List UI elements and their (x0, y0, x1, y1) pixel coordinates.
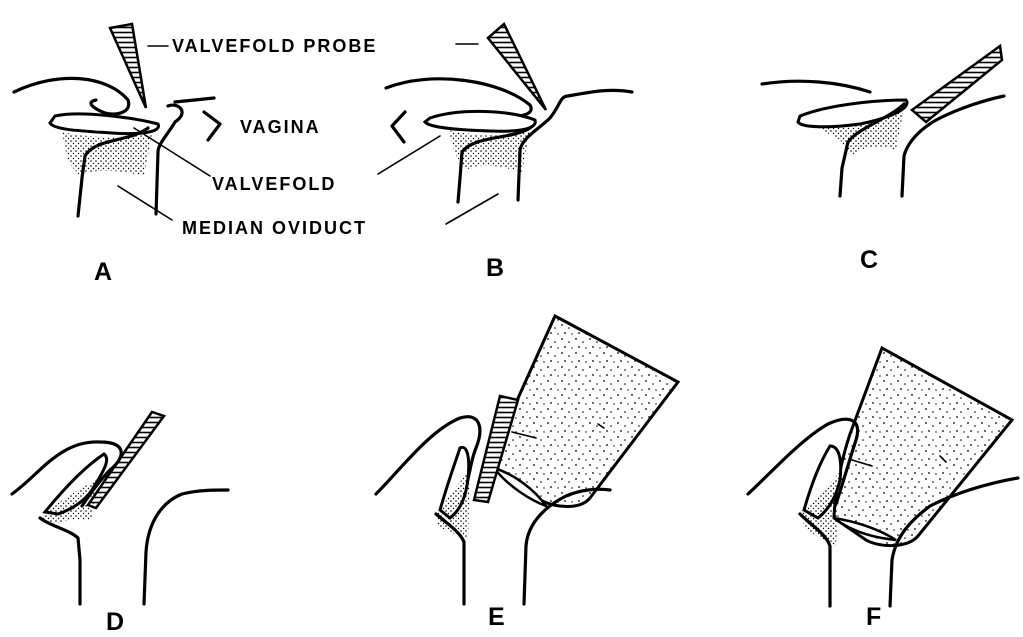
oviduct-right-wall-a (156, 105, 182, 214)
upper-wall-c (762, 81, 870, 92)
vagina-wall-a (175, 98, 214, 102)
panel-label-b: B (486, 254, 504, 282)
oviduct-right-wall-d (144, 490, 228, 604)
egg-e (494, 316, 678, 507)
panel-label-c: C (860, 246, 878, 274)
oviduct-right-wall-b (518, 90, 632, 200)
probe-a (110, 24, 146, 108)
vagina-bracket-left (204, 112, 220, 140)
leader-oviduct-b (446, 194, 498, 224)
valvefold-stipple-a (62, 132, 152, 176)
upper-wall-a (14, 78, 129, 114)
valvefold-label: VALVEFOLD (212, 174, 336, 194)
panel-label-a: A (94, 258, 112, 286)
egg-f (834, 348, 1012, 546)
panel-label-f: F (866, 603, 881, 631)
panel-c (762, 46, 1004, 196)
probe-label: VALVEFOLD PROBE (172, 36, 377, 56)
median-oviduct-label: MEDIAN OVIDUCT (182, 218, 367, 238)
vagina-bracket-right (392, 112, 405, 142)
panel-label-d: D (106, 608, 124, 632)
panel-b (378, 24, 632, 224)
panel-label-e: E (488, 603, 505, 631)
leader-oviduct-a (118, 186, 172, 220)
panel-f (748, 348, 1018, 606)
vagina-label: VAGINA (240, 117, 321, 137)
oviduct-left-wall-d (40, 518, 80, 604)
leader-valvefold-b (378, 136, 440, 174)
panel-d (12, 412, 228, 604)
valvefold-b (425, 111, 535, 131)
panel-e (376, 316, 678, 604)
